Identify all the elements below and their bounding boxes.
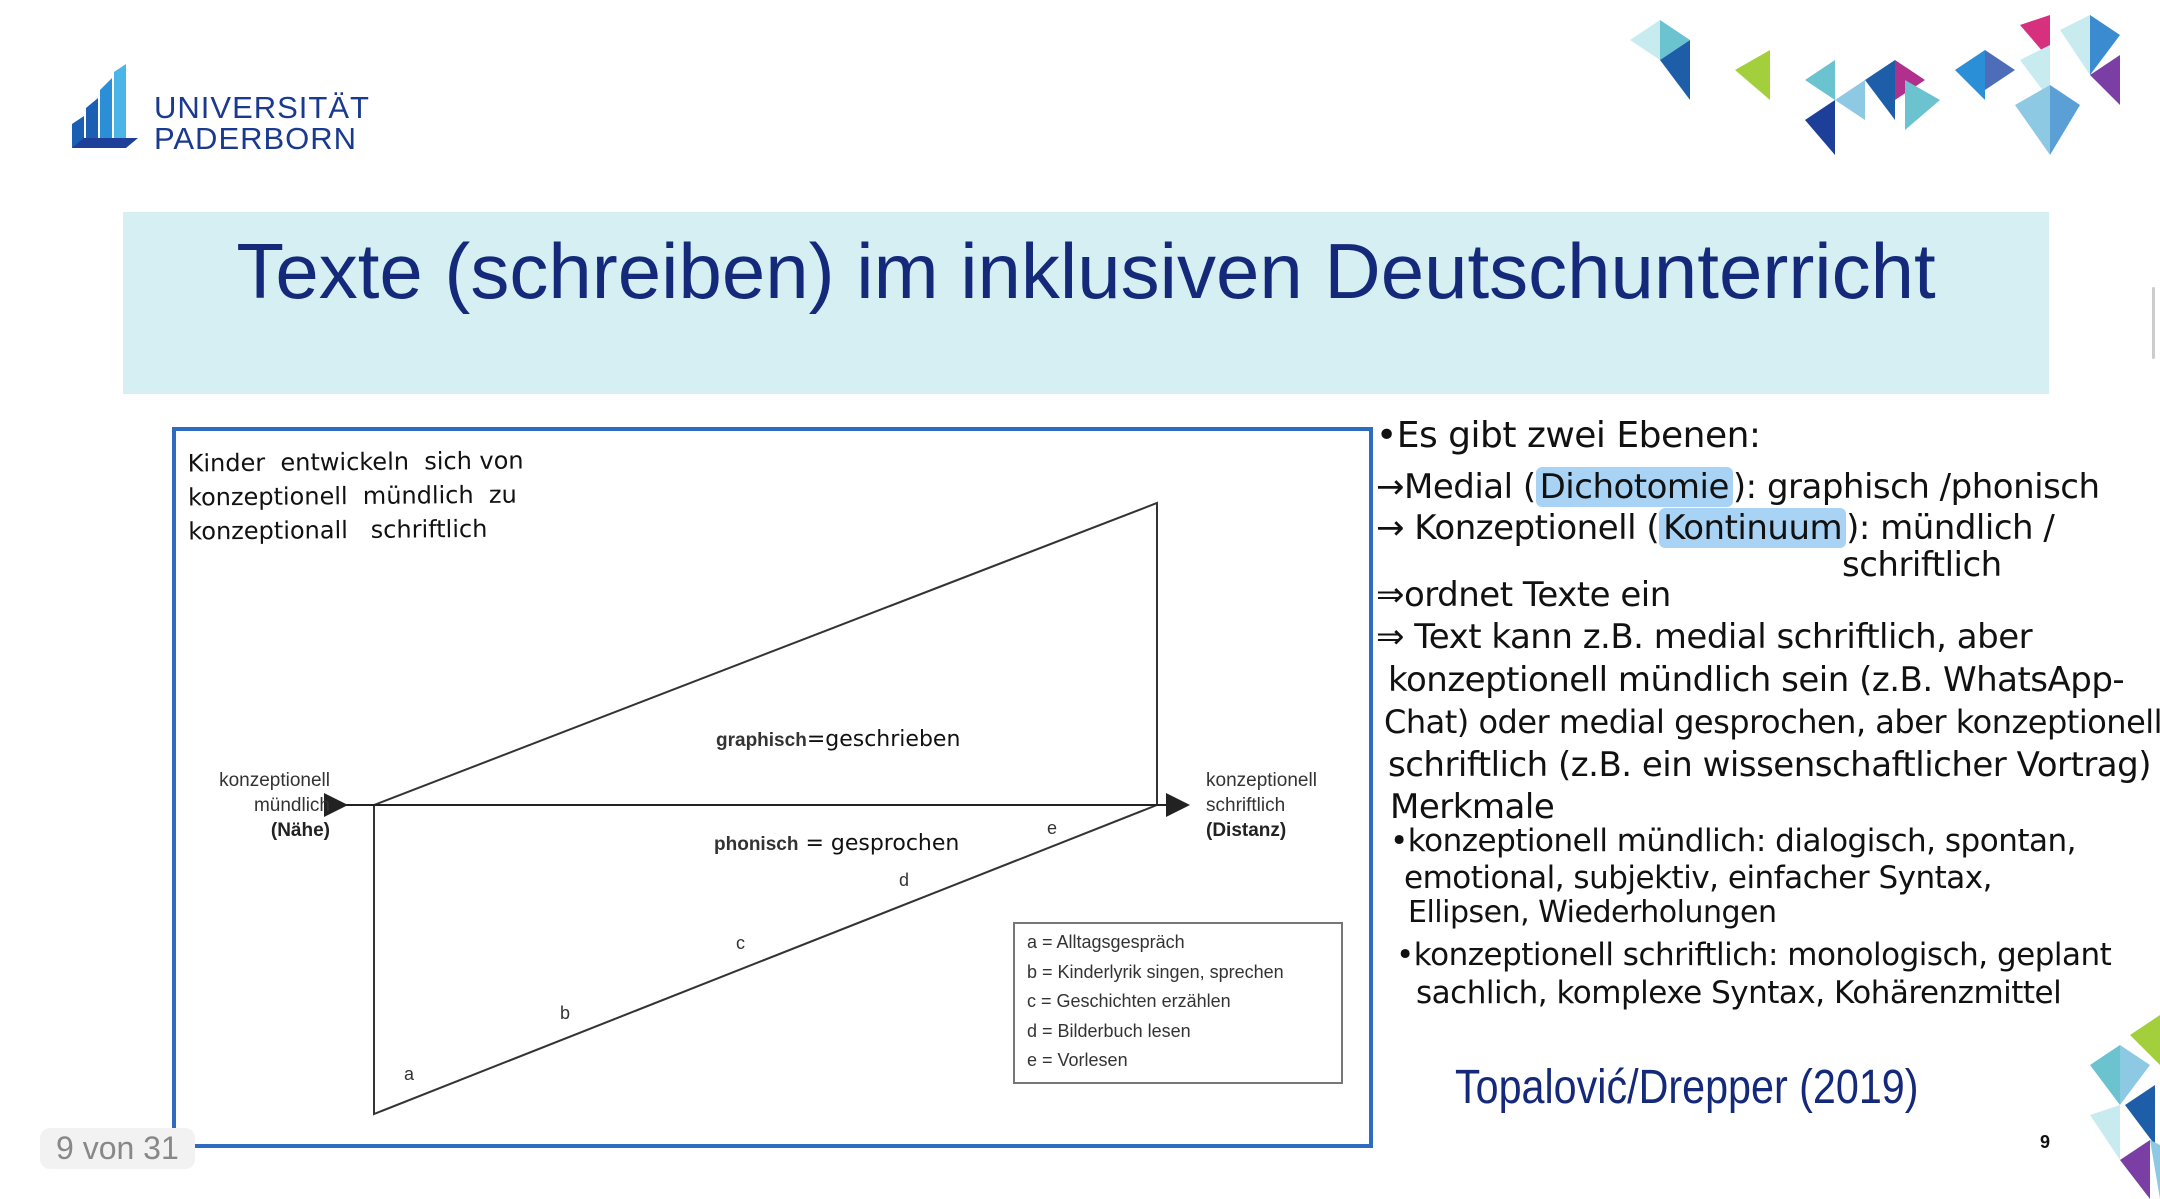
- note-line-5: ⇒ordnet Texte ein: [1376, 575, 1671, 615]
- phonisch-term: phonisch: [714, 834, 799, 855]
- slide-title: Texte (schreiben) im inklusiven Deutschu…: [236, 227, 1936, 315]
- scrollbar-hint[interactable]: [2152, 287, 2155, 359]
- diagram-frame: Kinder entwickeln sich von konzeptionell…: [172, 427, 1373, 1148]
- university-logo-icon: [72, 64, 138, 148]
- note-line-6: ⇒ Text kann z.B. medial schriftlich, abe…: [1376, 617, 2033, 657]
- note-line-13: Ellipsen, Wiederholungen: [1408, 895, 1777, 930]
- note-line-8: Chat) oder medial gesprochen, aber konze…: [1384, 703, 2160, 741]
- note-line-7: konzeptionell mündlich sein (z.B. WhatsA…: [1388, 660, 2125, 700]
- note-line-10: Merkmale: [1390, 787, 1555, 827]
- note-konzeptionell-suffix: ): mündlich /: [1846, 508, 2055, 548]
- highlight-kontinuum: Kontinuum: [1659, 508, 1847, 548]
- graphisch-label: graphisch=geschrieben: [716, 727, 960, 752]
- note-line-15: sachlich, komplexe Syntax, Kohärenzmitte…: [1416, 975, 2062, 1011]
- right-axis-label: konzeptionell schriftlich (Distanz): [1206, 768, 1317, 843]
- legend-item-b: b = Kinderlyrik singen, sprechen: [1027, 961, 1284, 982]
- slide-number: 9: [2040, 1132, 2051, 1152]
- decorative-triangles-top: [1630, 15, 2120, 155]
- note-line-11: •konzeptionell mündlich: dialogisch, spo…: [1390, 823, 2077, 859]
- note-line-3: → Konzeptionell (Kontinuum): mündlich /: [1376, 508, 2055, 548]
- right-axis-label-line2: schriftlich: [1206, 795, 1286, 816]
- note-line-1: •Es gibt zwei Ebenen:: [1376, 415, 1761, 456]
- legend-item-d: d = Bilderbuch lesen: [1027, 1020, 1191, 1041]
- note-medial-suffix: ): graphisch /phonisch: [1732, 467, 2100, 507]
- continuum-diagram: [324, 501, 1190, 1116]
- phonisch-label: phonisch = gesprochen: [714, 831, 959, 856]
- university-logo: UNIVERSITÄT PADERBORN: [72, 64, 369, 160]
- left-axis-label-line3: (Nähe): [270, 820, 330, 841]
- right-axis-label-line3: (Distanz): [1206, 820, 1287, 841]
- note-medial-prefix: →Medial (: [1376, 467, 1536, 507]
- legend-item-c: c = Geschichten erzählen: [1027, 991, 1231, 1011]
- point-d: d: [899, 870, 910, 890]
- point-b: b: [560, 1003, 571, 1023]
- note-konzeptionell-prefix: → Konzeptionell (: [1376, 508, 1660, 548]
- note-line-4: schriftlich: [1842, 545, 2002, 585]
- left-axis-label: konzeptionell mündlich (Nähe): [210, 768, 330, 843]
- decorative-triangles-bottom: [2090, 1015, 2160, 1199]
- graphisch-term: graphisch: [716, 730, 807, 751]
- right-axis-label-line1: konzeptionell: [1206, 770, 1317, 791]
- legend-item-e: e = Vorlesen: [1027, 1050, 1128, 1070]
- note-line-2: →Medial (Dichotomie): graphisch /phonisc…: [1376, 467, 2100, 507]
- note-line-12: emotional, subjektiv, einfacher Syntax,: [1404, 860, 1993, 896]
- page-indicator: 9 von 31: [40, 1128, 195, 1169]
- note-line-14: •konzeptionell schriftlich: monologisch,…: [1396, 937, 2112, 973]
- point-c: c: [736, 933, 745, 953]
- phonisch-annotation: = gesprochen: [798, 831, 960, 856]
- legend-item-a: a = Alltagsgespräch: [1027, 932, 1185, 952]
- university-name: UNIVERSITÄT PADERBORN: [154, 92, 370, 154]
- university-name-line2: PADERBORN: [154, 121, 358, 156]
- highlight-dichotomie: Dichotomie: [1535, 467, 1733, 507]
- legend-box: a = Alltagsgespräch b = Kinderlyrik sing…: [1013, 922, 1343, 1084]
- graphisch-triangle: [373, 501, 1158, 806]
- point-a: a: [404, 1064, 415, 1084]
- left-axis-label-line1: konzeptionell: [219, 770, 330, 791]
- title-band: Texte (schreiben) im inklusiven Deutschu…: [123, 212, 2049, 394]
- handwritten-note-development: Kinder entwickeln sich von konzeptionell…: [187, 446, 524, 546]
- left-axis-label-line2: mündlich: [253, 795, 330, 816]
- point-e: e: [1047, 818, 1058, 838]
- note-line-9: schriftlich (z.B. ein wissenschaftlicher…: [1388, 745, 2151, 785]
- graphisch-annotation: =geschrieben: [806, 727, 961, 752]
- university-name-line1: UNIVERSITÄT: [154, 90, 370, 125]
- citation: Topalović/Drepper (2019): [1455, 1061, 1919, 1114]
